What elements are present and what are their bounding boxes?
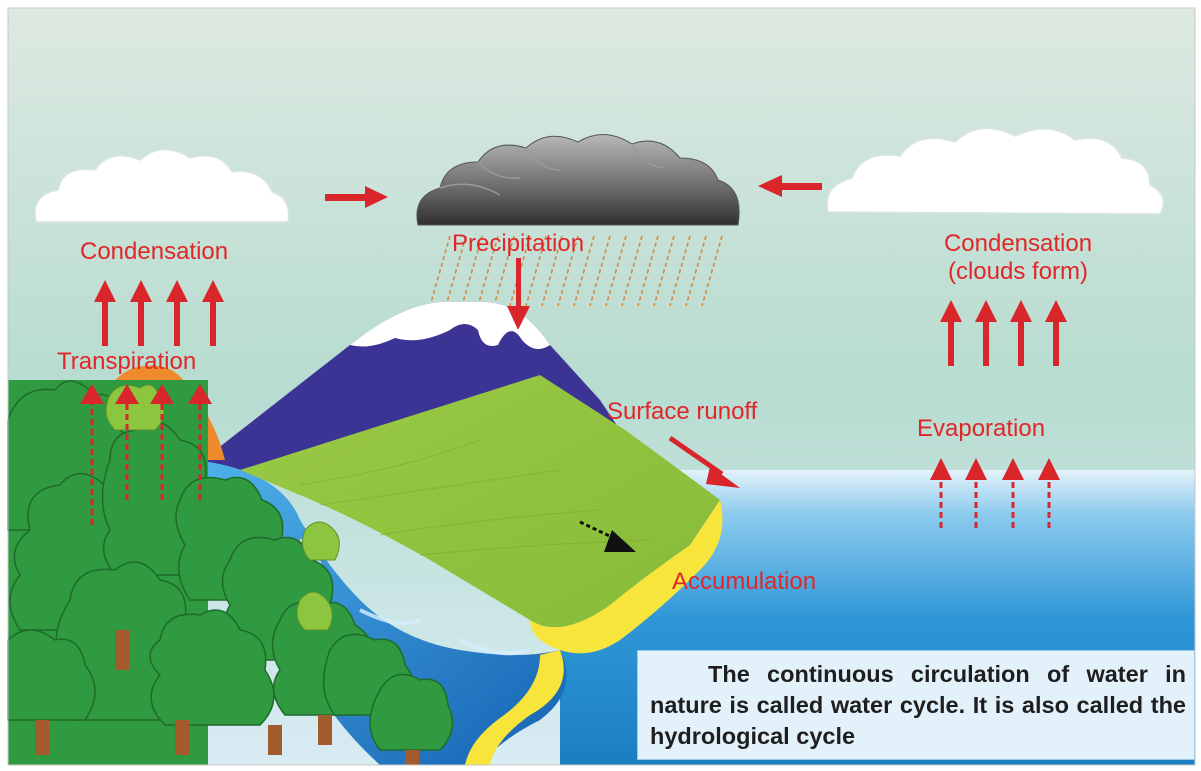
- precipitation-arrow: [507, 258, 530, 330]
- label-condensation-right-line1: Condensation: [943, 230, 1093, 257]
- forest: [7, 380, 454, 765]
- condensation-left-arrows: [94, 280, 224, 346]
- label-surface-runoff: Surface runoff: [607, 398, 758, 425]
- label-condensation-left: Condensation: [80, 238, 229, 265]
- label-precipitation: Precipitation: [452, 230, 585, 257]
- beach: [530, 500, 723, 654]
- surface-runoff-arrow: [668, 435, 740, 488]
- label-condensation-right-line2: (clouds form): [947, 257, 1089, 285]
- evaporation-arrowheads: [930, 458, 1060, 480]
- label-condensation-right: Condensation (clouds form): [918, 230, 1118, 285]
- arrow-right-to-cloud: [758, 175, 822, 197]
- river: [195, 460, 567, 765]
- cloud-left: [34, 148, 290, 223]
- beach-lower: [465, 650, 564, 765]
- label-evaporation: Evaporation: [917, 415, 1046, 442]
- snow-cap: [350, 301, 550, 349]
- caption-text: The continuous circulation of water in n…: [650, 661, 1186, 749]
- arrow-left-to-cloud: [325, 186, 388, 208]
- condensation-right-arrows: [940, 300, 1067, 366]
- transpiration-arrowheads: [80, 384, 212, 404]
- label-transpiration: Transpiration: [57, 348, 197, 375]
- transpiration-arrows: [90, 402, 202, 525]
- rain-streaks: [429, 235, 723, 307]
- groundwater-arrow: [579, 520, 636, 552]
- rain-cloud: [416, 134, 740, 226]
- label-accumulation: Accumulation: [672, 568, 817, 595]
- caption-box: The continuous circulation of water in n…: [637, 650, 1195, 760]
- evaporation-arrows: [939, 478, 1051, 528]
- frame: [7, 7, 1196, 766]
- green-slope: [240, 375, 720, 628]
- cloud-right: [826, 127, 1165, 215]
